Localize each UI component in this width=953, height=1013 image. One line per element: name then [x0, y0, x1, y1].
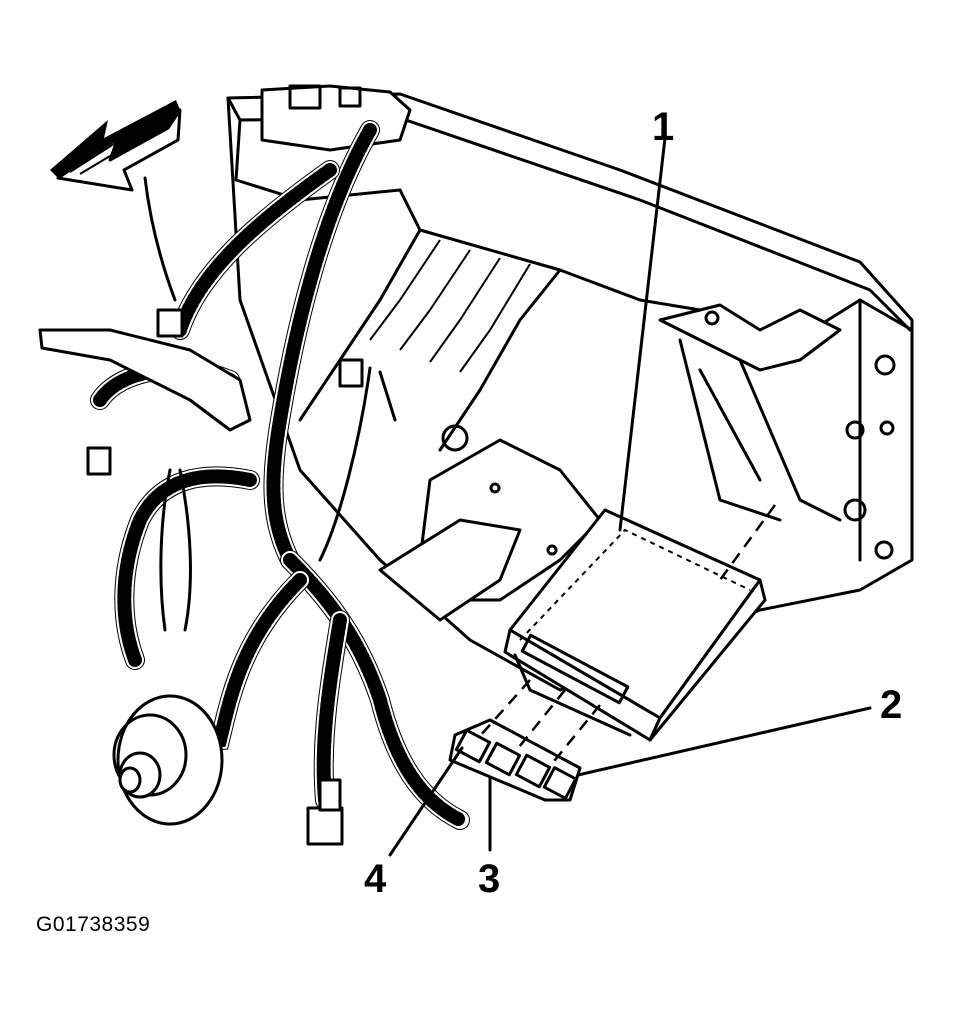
- direction-arrow-icon: [50, 100, 182, 192]
- callout-leaders: [388, 136, 872, 857]
- instrument-panel-bracket: [226, 84, 914, 692]
- callout-3: 3: [478, 857, 500, 901]
- wiring-harness: [38, 120, 470, 830]
- module-connectors: [448, 504, 777, 802]
- grommet: [112, 694, 224, 826]
- figure-id: G01738359: [36, 913, 151, 936]
- callout-2: 2: [880, 683, 902, 727]
- callout-1: 1: [652, 105, 674, 149]
- control-module: [503, 508, 767, 742]
- callout-4: 4: [364, 857, 387, 901]
- harness-connectors: [86, 308, 364, 846]
